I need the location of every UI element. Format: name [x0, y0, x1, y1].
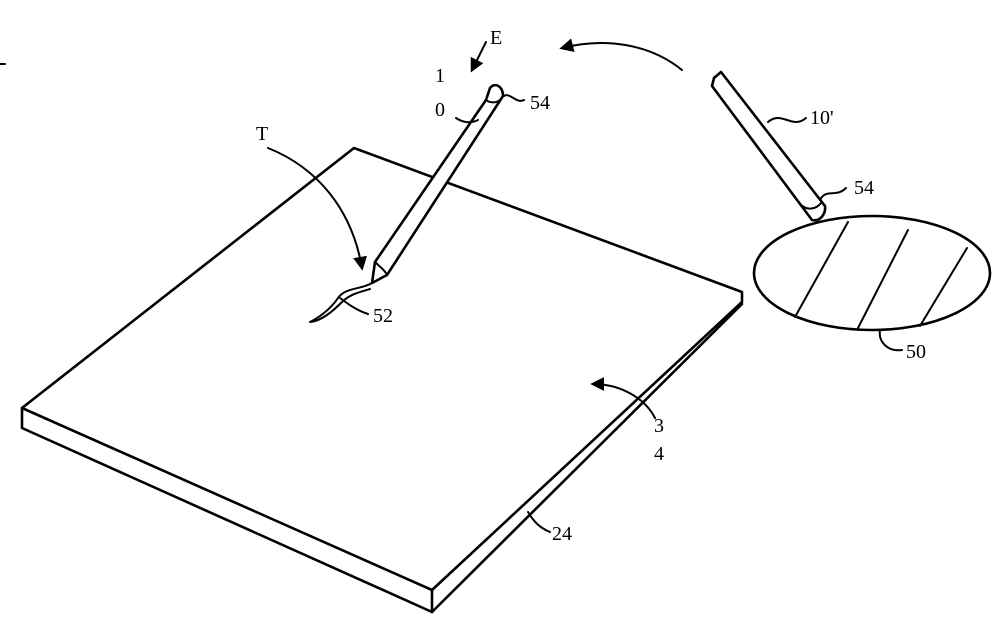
eraser-area-ellipse — [752, 214, 992, 332]
stylus-10-prime-body — [710, 70, 827, 222]
arrow-34 — [590, 377, 656, 419]
label-1: 1 — [435, 65, 445, 87]
stylus-10-tip-cone — [374, 261, 388, 276]
label-54-stylus-10: 54 — [530, 92, 550, 114]
label-54-stylus-10-prime: 54 — [854, 177, 874, 199]
leader-54a — [503, 94, 525, 102]
hatch-line-2 — [857, 229, 909, 329]
stylus-10-prime — [710, 70, 827, 222]
label-52: 52 — [373, 305, 393, 327]
label-4: 4 — [654, 443, 664, 465]
stylus-10-body — [370, 83, 505, 285]
hatch-line-1 — [794, 221, 849, 318]
leader-10 — [455, 117, 479, 124]
label-0: 0 — [435, 99, 445, 121]
tablet-device — [20, 146, 744, 614]
drawn-trace — [309, 282, 373, 323]
leader-52 — [339, 297, 369, 315]
stylus-10-prime-eraser-band — [799, 201, 823, 210]
leader-54b — [819, 187, 847, 201]
arrow-T — [267, 147, 367, 271]
hatch-line-3 — [919, 247, 968, 327]
tablet-side-edge — [20, 302, 744, 614]
label-24: 24 — [552, 523, 572, 545]
label-10-prime: 10' — [810, 107, 834, 129]
leader-24 — [527, 511, 551, 533]
leader-10prime — [767, 117, 807, 123]
eraser-area — [752, 214, 992, 332]
label-50: 50 — [906, 341, 926, 363]
tablet-top-face — [20, 146, 744, 592]
label-E: E — [490, 27, 502, 49]
label-T: T — [256, 123, 268, 145]
stylus-10-eraser-end — [485, 97, 503, 104]
stylus-10 — [370, 83, 505, 285]
arrow-E — [470, 41, 487, 73]
label-3: 3 — [654, 415, 664, 437]
flip-arrow — [559, 38, 683, 71]
leader-50 — [878, 329, 903, 352]
